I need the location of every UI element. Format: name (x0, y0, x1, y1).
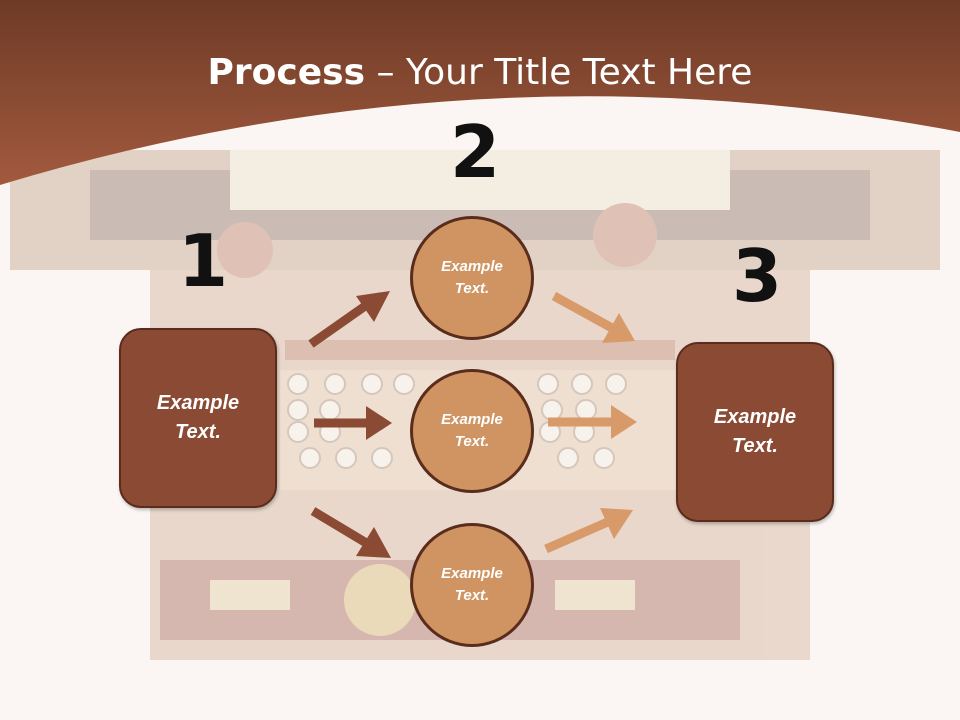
title-bold: Process (207, 52, 366, 93)
arrow-1-to-middle (314, 406, 392, 440)
circle-top-line2: Text. (454, 280, 490, 297)
process-circle-bottom: Example Text. (410, 523, 534, 647)
arrow-top-to-3 (551, 292, 635, 343)
arrow-1-to-top (308, 291, 390, 348)
step-box-3-line2: Text. (732, 435, 778, 457)
circle-top-line1: Example (441, 257, 503, 275)
title-rest: – Your Title Text Here (365, 52, 753, 93)
arrow-bottom-to-3 (544, 508, 633, 554)
header-band (0, 0, 960, 185)
step-box-3: Example Text. (676, 342, 834, 522)
step-box-1-line1: Example (156, 392, 240, 414)
arrow-1-to-bottom (310, 507, 391, 558)
arrow-middle-to-3 (548, 405, 637, 439)
circle-middle-line2: Text. (454, 433, 490, 450)
step-number-3: 3 (732, 234, 783, 318)
circle-bottom-line2: Text. (454, 587, 490, 604)
step-number-2: 2 (450, 110, 501, 194)
circle-bottom-line1: Example (441, 564, 503, 582)
process-circle-middle: Example Text. (410, 369, 534, 493)
circle-middle-line1: Example (441, 410, 503, 428)
slide-title: Process – Your Title Text Here (0, 52, 960, 93)
step-number-1: 1 (178, 219, 229, 303)
step-box-1-line2: Text. (175, 421, 221, 443)
process-circle-top: Example Text. (410, 216, 534, 340)
step-box-1: Example Text. (119, 328, 277, 508)
step-box-3-line1: Example (713, 406, 797, 428)
